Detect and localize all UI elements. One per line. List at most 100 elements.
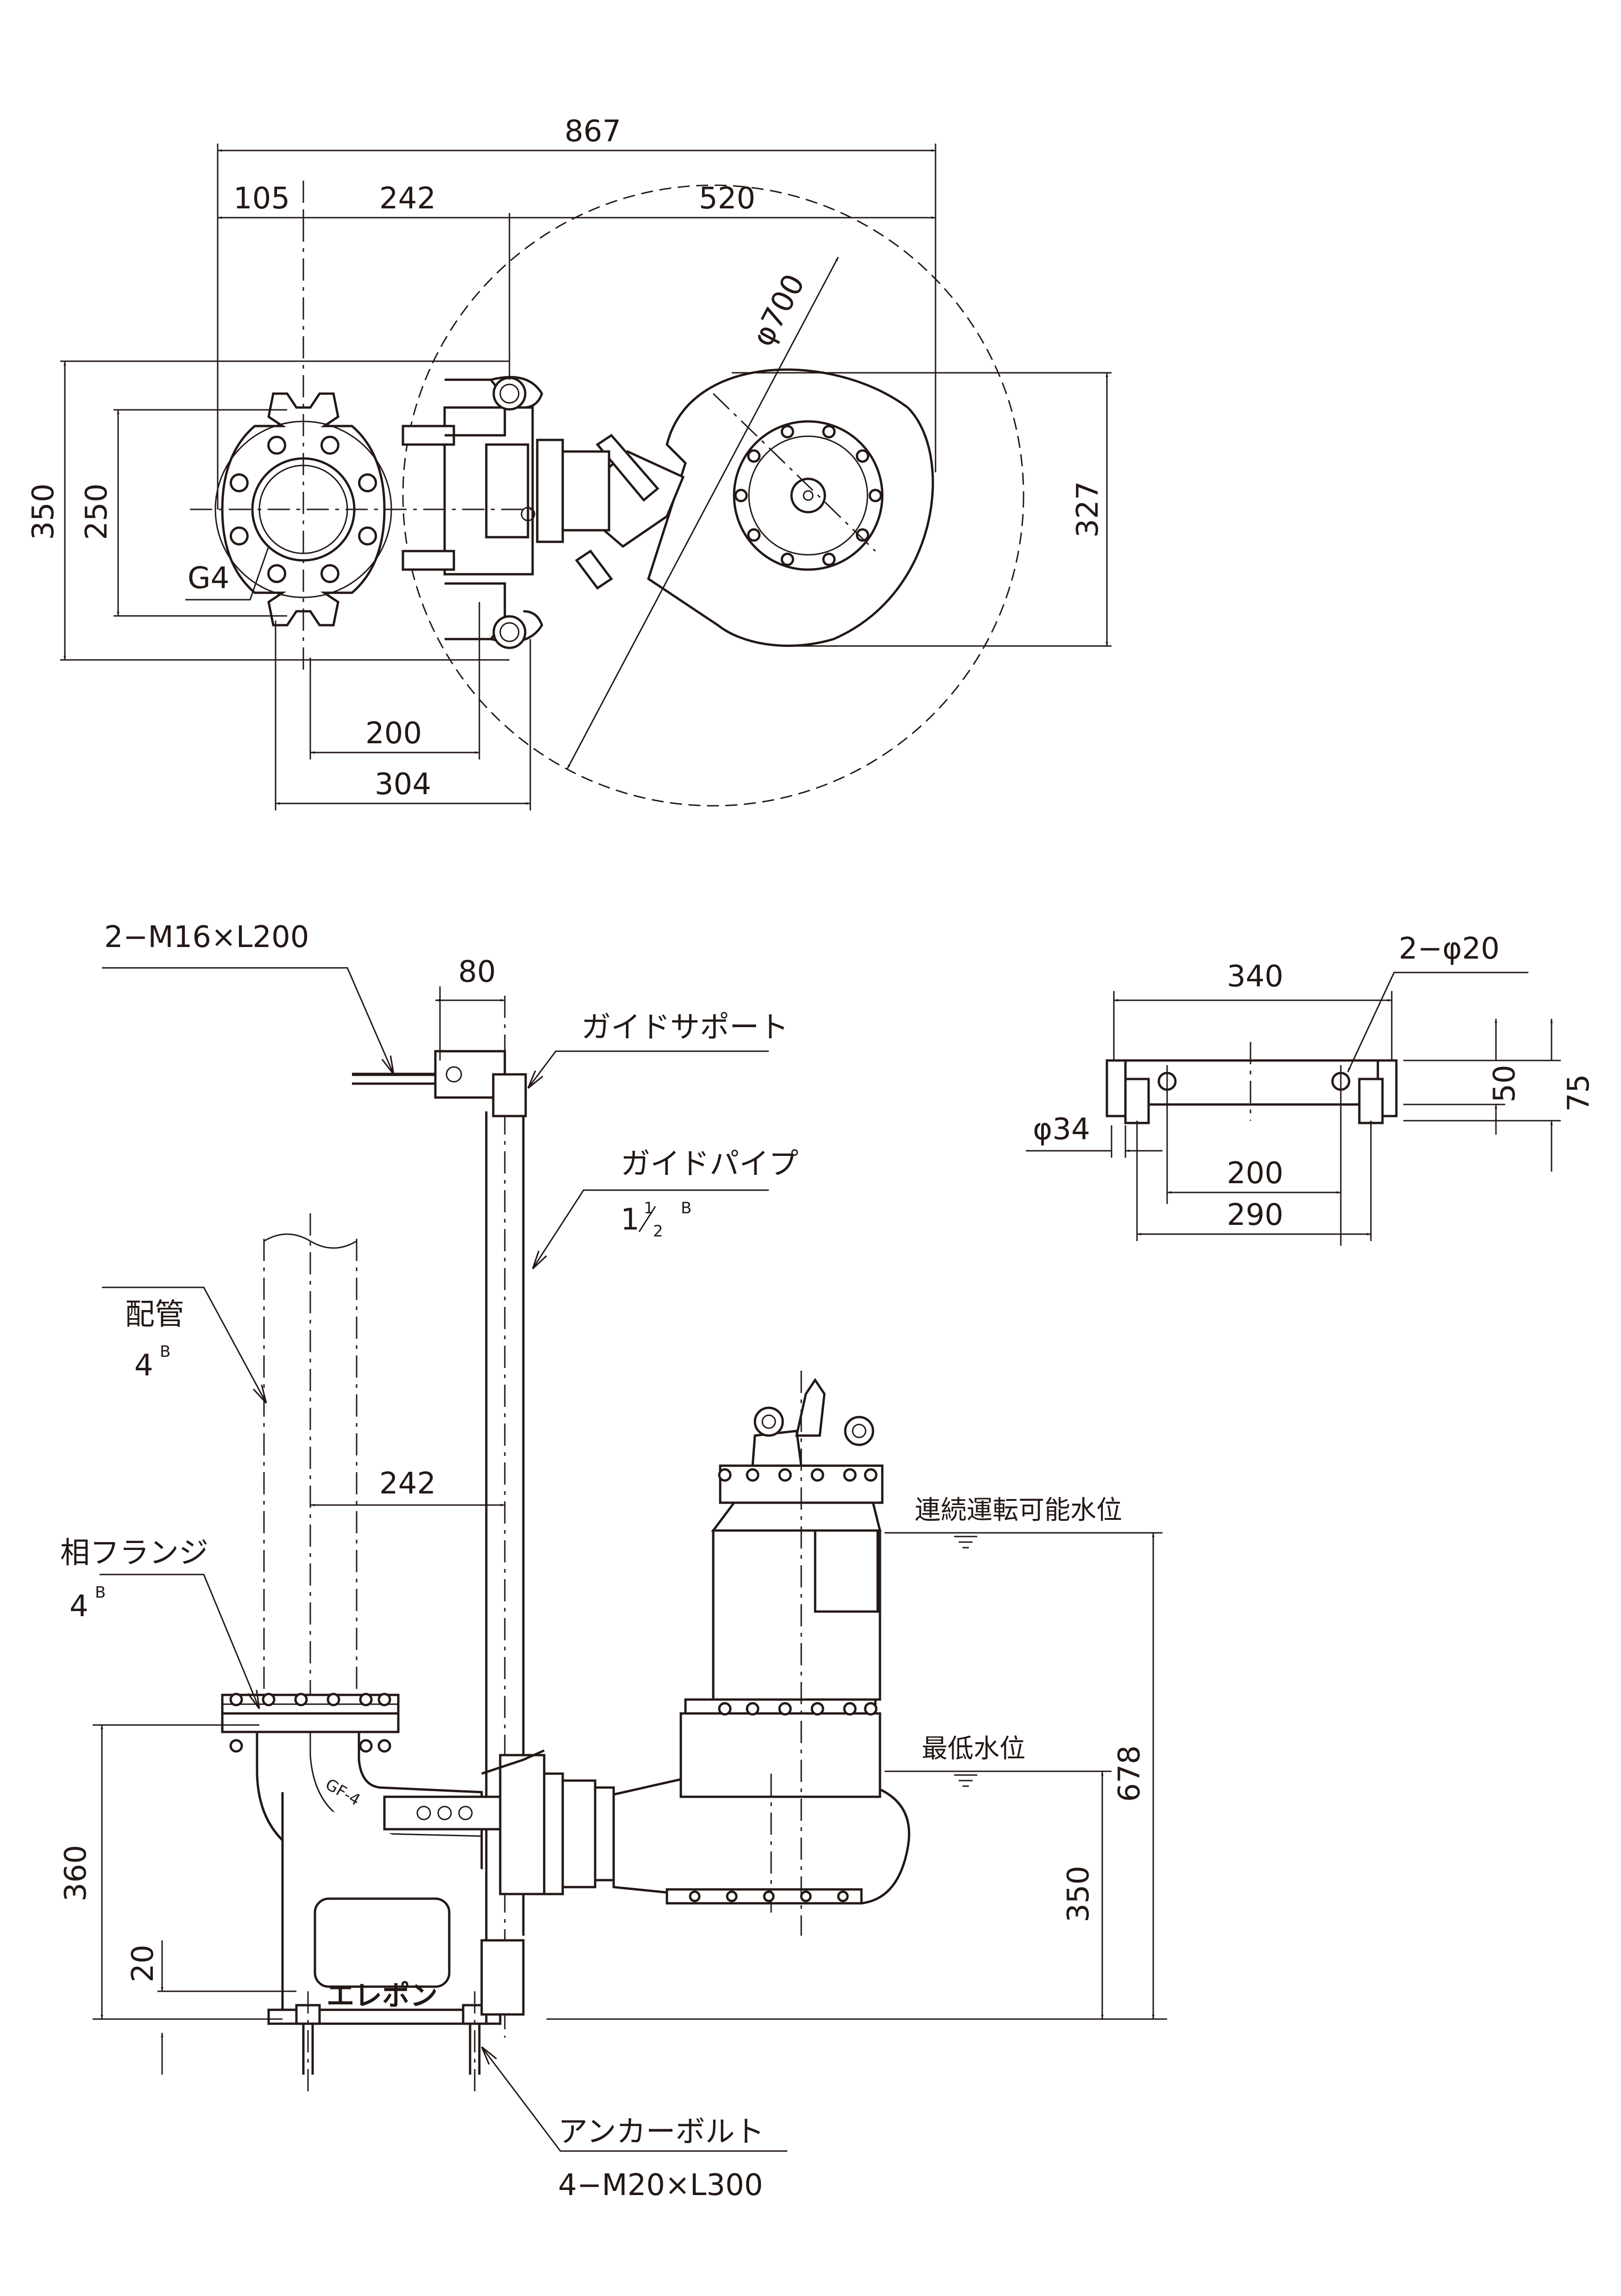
label-piping: 配管 <box>125 1298 184 1332</box>
pump-bolt <box>746 1702 760 1716</box>
water-level-markers <box>547 1532 1167 2020</box>
discharge-coupling <box>543 1772 615 1895</box>
volute-bolt <box>868 489 882 502</box>
pump-bolt <box>746 1468 760 1482</box>
flange-bolt <box>267 564 287 583</box>
pump-bolt <box>810 1468 824 1482</box>
pump-bolt <box>810 1702 824 1716</box>
label-anchor-bolt-spec: 4−M20×L300 <box>558 2168 763 2202</box>
base-dim-340: 340 <box>1227 960 1283 994</box>
dim-242-top: 242 <box>379 182 436 216</box>
flange-side-bolt <box>229 1693 243 1706</box>
flange-side-bolt <box>327 1693 340 1706</box>
volute-bolt <box>734 489 748 502</box>
swing-circle <box>402 184 1024 807</box>
base-dim-holes: 2−φ20 <box>1399 932 1500 966</box>
flange-bolts <box>229 435 377 583</box>
pump-bolt <box>778 1702 792 1716</box>
guide-pipe-size: 1 1 2 B <box>621 1199 691 1241</box>
dim-phi700: φ700 <box>746 269 812 352</box>
base-dim-200: 200 <box>1227 1156 1283 1191</box>
volute-bolt <box>855 528 869 542</box>
flange-side-bolt <box>294 1693 308 1706</box>
dim-overall-width: 867 <box>565 114 621 149</box>
side-view: エレポン <box>59 920 1167 2202</box>
dim-360: 360 <box>59 1845 93 1901</box>
pump-bolt <box>689 1890 701 1902</box>
base-dim-phi34: φ34 <box>1033 1112 1090 1147</box>
pump-bolt <box>800 1890 812 1902</box>
base-dim-50: 50 <box>1488 1065 1522 1102</box>
flange-bolt <box>229 526 249 546</box>
dim-242-side: 242 <box>379 1467 436 1501</box>
pump-bolt <box>843 1468 857 1482</box>
svg-text:2: 2 <box>653 1222 663 1241</box>
top-view: 867 105 242 520 φ700 350 250 327 G4 200 … <box>26 114 1112 810</box>
flange-bolt <box>320 435 339 455</box>
pump-volute-top <box>647 368 934 647</box>
flange-bolt <box>267 435 287 455</box>
pump-bolt <box>843 1702 857 1716</box>
riser-pipe <box>263 1213 358 1713</box>
label-guide-pipe: ガイドパイプ <box>621 1147 798 1181</box>
svg-text:1: 1 <box>621 1203 640 1237</box>
label-continuous-level: 連続運転可能水位 <box>915 1495 1122 1525</box>
dim-350-side: 350 <box>1062 1866 1096 1922</box>
pump-bolt <box>864 1702 878 1716</box>
pump-bolt <box>837 1890 849 1902</box>
flange-bolt <box>358 526 377 546</box>
flange-side-bolt <box>377 1693 391 1706</box>
dim-520: 520 <box>699 182 755 216</box>
pump-bolt <box>718 1468 732 1482</box>
flange-side-bolt <box>359 1693 373 1706</box>
rail-holder <box>383 1749 546 2016</box>
volute-bolt <box>780 425 794 439</box>
pump-bolt <box>864 1468 878 1482</box>
dim-304: 304 <box>375 767 431 802</box>
label-guide-support: ガイドサポート <box>581 1010 789 1045</box>
flange-bolt <box>358 473 377 493</box>
volute-bolt <box>855 449 869 463</box>
volute-bolt <box>747 449 761 463</box>
dim-327: 327 <box>1071 481 1105 538</box>
volute-bolt <box>822 552 836 566</box>
pump-bolt <box>726 1890 738 1902</box>
pump-bolt <box>763 1890 775 1902</box>
svg-text:エレポン: エレポン <box>327 1980 438 2012</box>
label-anchor-bolt: アンカーボルト <box>558 2115 764 2149</box>
dim-678: 678 <box>1112 1745 1147 1802</box>
label-mating-flange-size: 4 <box>69 1589 88 1624</box>
base-dim-290: 290 <box>1227 1198 1283 1232</box>
flange-side-bolt <box>229 1739 243 1753</box>
label-mating-flange-size-unit: B <box>95 1583 106 1602</box>
label-piping-size-unit: B <box>160 1342 170 1361</box>
dim-80: 80 <box>458 955 496 989</box>
dim-250: 250 <box>80 483 114 540</box>
volute-bolt <box>747 528 761 542</box>
dim-20: 20 <box>126 1945 160 1982</box>
flange-bolt <box>229 473 249 493</box>
base-plate-detail: 340 2−φ20 φ34 200 290 50 75 <box>1026 932 1596 1246</box>
pump-bolt <box>778 1468 792 1482</box>
flange-side-bolt <box>262 1693 276 1706</box>
brand-logo: エレポン <box>327 1980 438 2012</box>
flange-bolt <box>320 564 339 583</box>
svg-text:1: 1 <box>644 1199 654 1217</box>
dim-105: 105 <box>233 182 290 216</box>
flange-label-g4: G4 <box>188 561 229 596</box>
dim-200-top: 200 <box>365 716 422 751</box>
pump-body <box>612 1371 911 1936</box>
guide-pipe-top <box>492 376 535 649</box>
volute-bolt <box>780 552 794 566</box>
volute-bolt <box>822 425 836 439</box>
svg-text:B: B <box>681 1199 691 1217</box>
label-minimum-level: 最低水位 <box>922 1734 1025 1764</box>
pump-bolts <box>689 1468 878 1902</box>
label-piping-size: 4 <box>134 1349 153 1383</box>
flange-side-bolt <box>377 1739 391 1753</box>
label-mating-flange: 相フランジ <box>60 1536 208 1570</box>
flange-side-bolt <box>359 1739 373 1753</box>
dim-350-top: 350 <box>26 483 61 540</box>
